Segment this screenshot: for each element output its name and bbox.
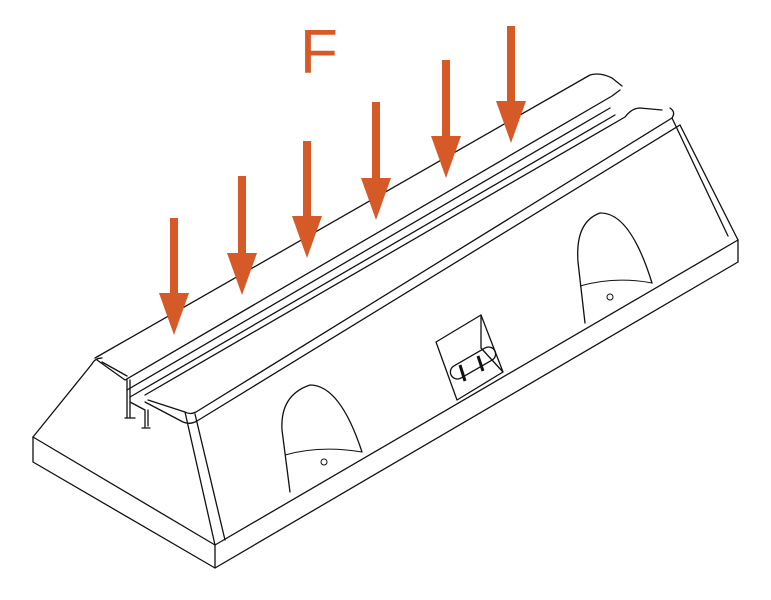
arch-cutout-left [281,384,363,493]
base-slab [32,239,739,569]
arch-cutout-right [577,212,653,324]
force-arrows [159,26,526,335]
top-rail [96,89,681,429]
hinge-window [435,314,504,401]
force-arrow-1 [159,218,189,335]
force-arrow-6 [496,26,526,143]
force-arrow-3 [292,141,322,258]
force-label: F [300,18,338,87]
force-arrow-2 [227,176,257,295]
force-arrow-5 [431,60,461,178]
force-arrow-4 [361,102,391,220]
trapezoid-body [32,73,739,546]
